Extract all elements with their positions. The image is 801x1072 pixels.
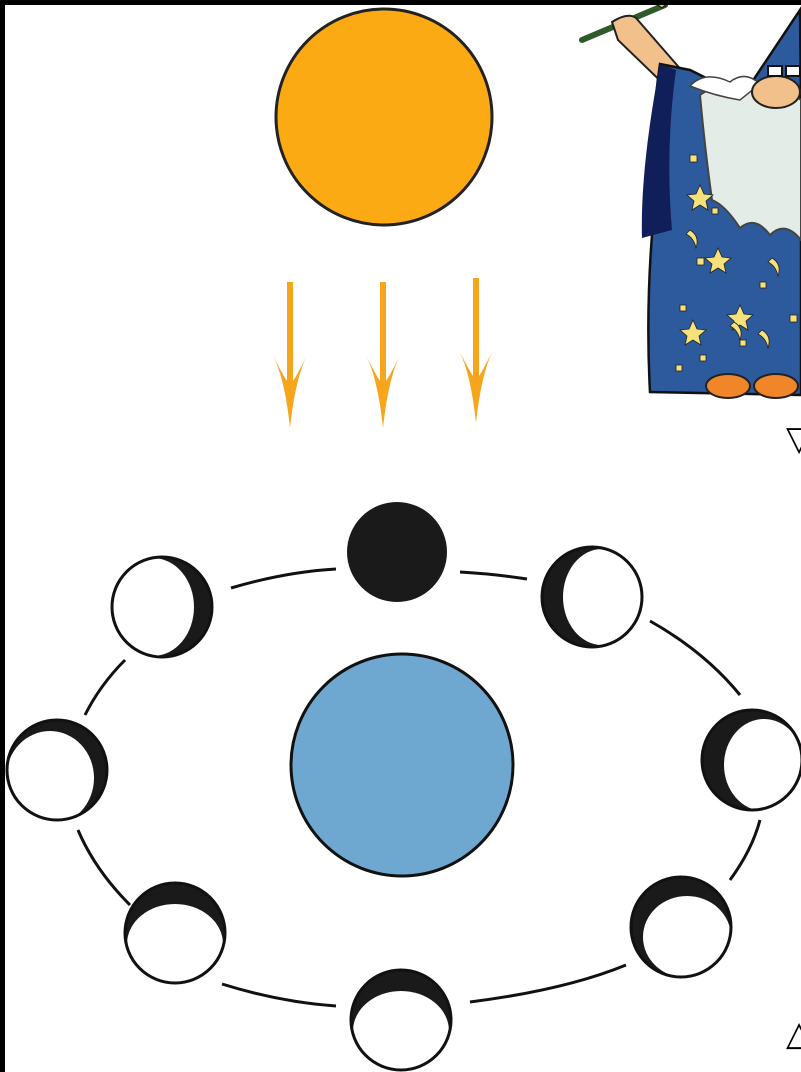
moon-bottom-right [631, 877, 731, 978]
moon-phase-diagram: ▽ △ [5, 5, 801, 1072]
moon-top-right [542, 547, 642, 647]
sunlight-arrow-center [366, 282, 400, 428]
moon-bottom [351, 970, 451, 1071]
earth [291, 654, 513, 876]
sunlight-arrow-left [273, 282, 307, 428]
marker-top-right: ▽ [786, 419, 801, 459]
sunlight-arrows [273, 278, 493, 428]
marker-bottom-right: △ [786, 1014, 801, 1054]
sun [276, 9, 492, 225]
wizard-icon [582, 5, 801, 398]
moon-right [702, 710, 801, 811]
diagram-canvas: ▽ △ [5, 5, 801, 1072]
sunlight-arrow-right [459, 278, 493, 423]
moon-left [6, 720, 107, 825]
moon-bottom-left [125, 883, 225, 984]
moon-new [347, 502, 447, 602]
moon-top-left [112, 557, 212, 657]
